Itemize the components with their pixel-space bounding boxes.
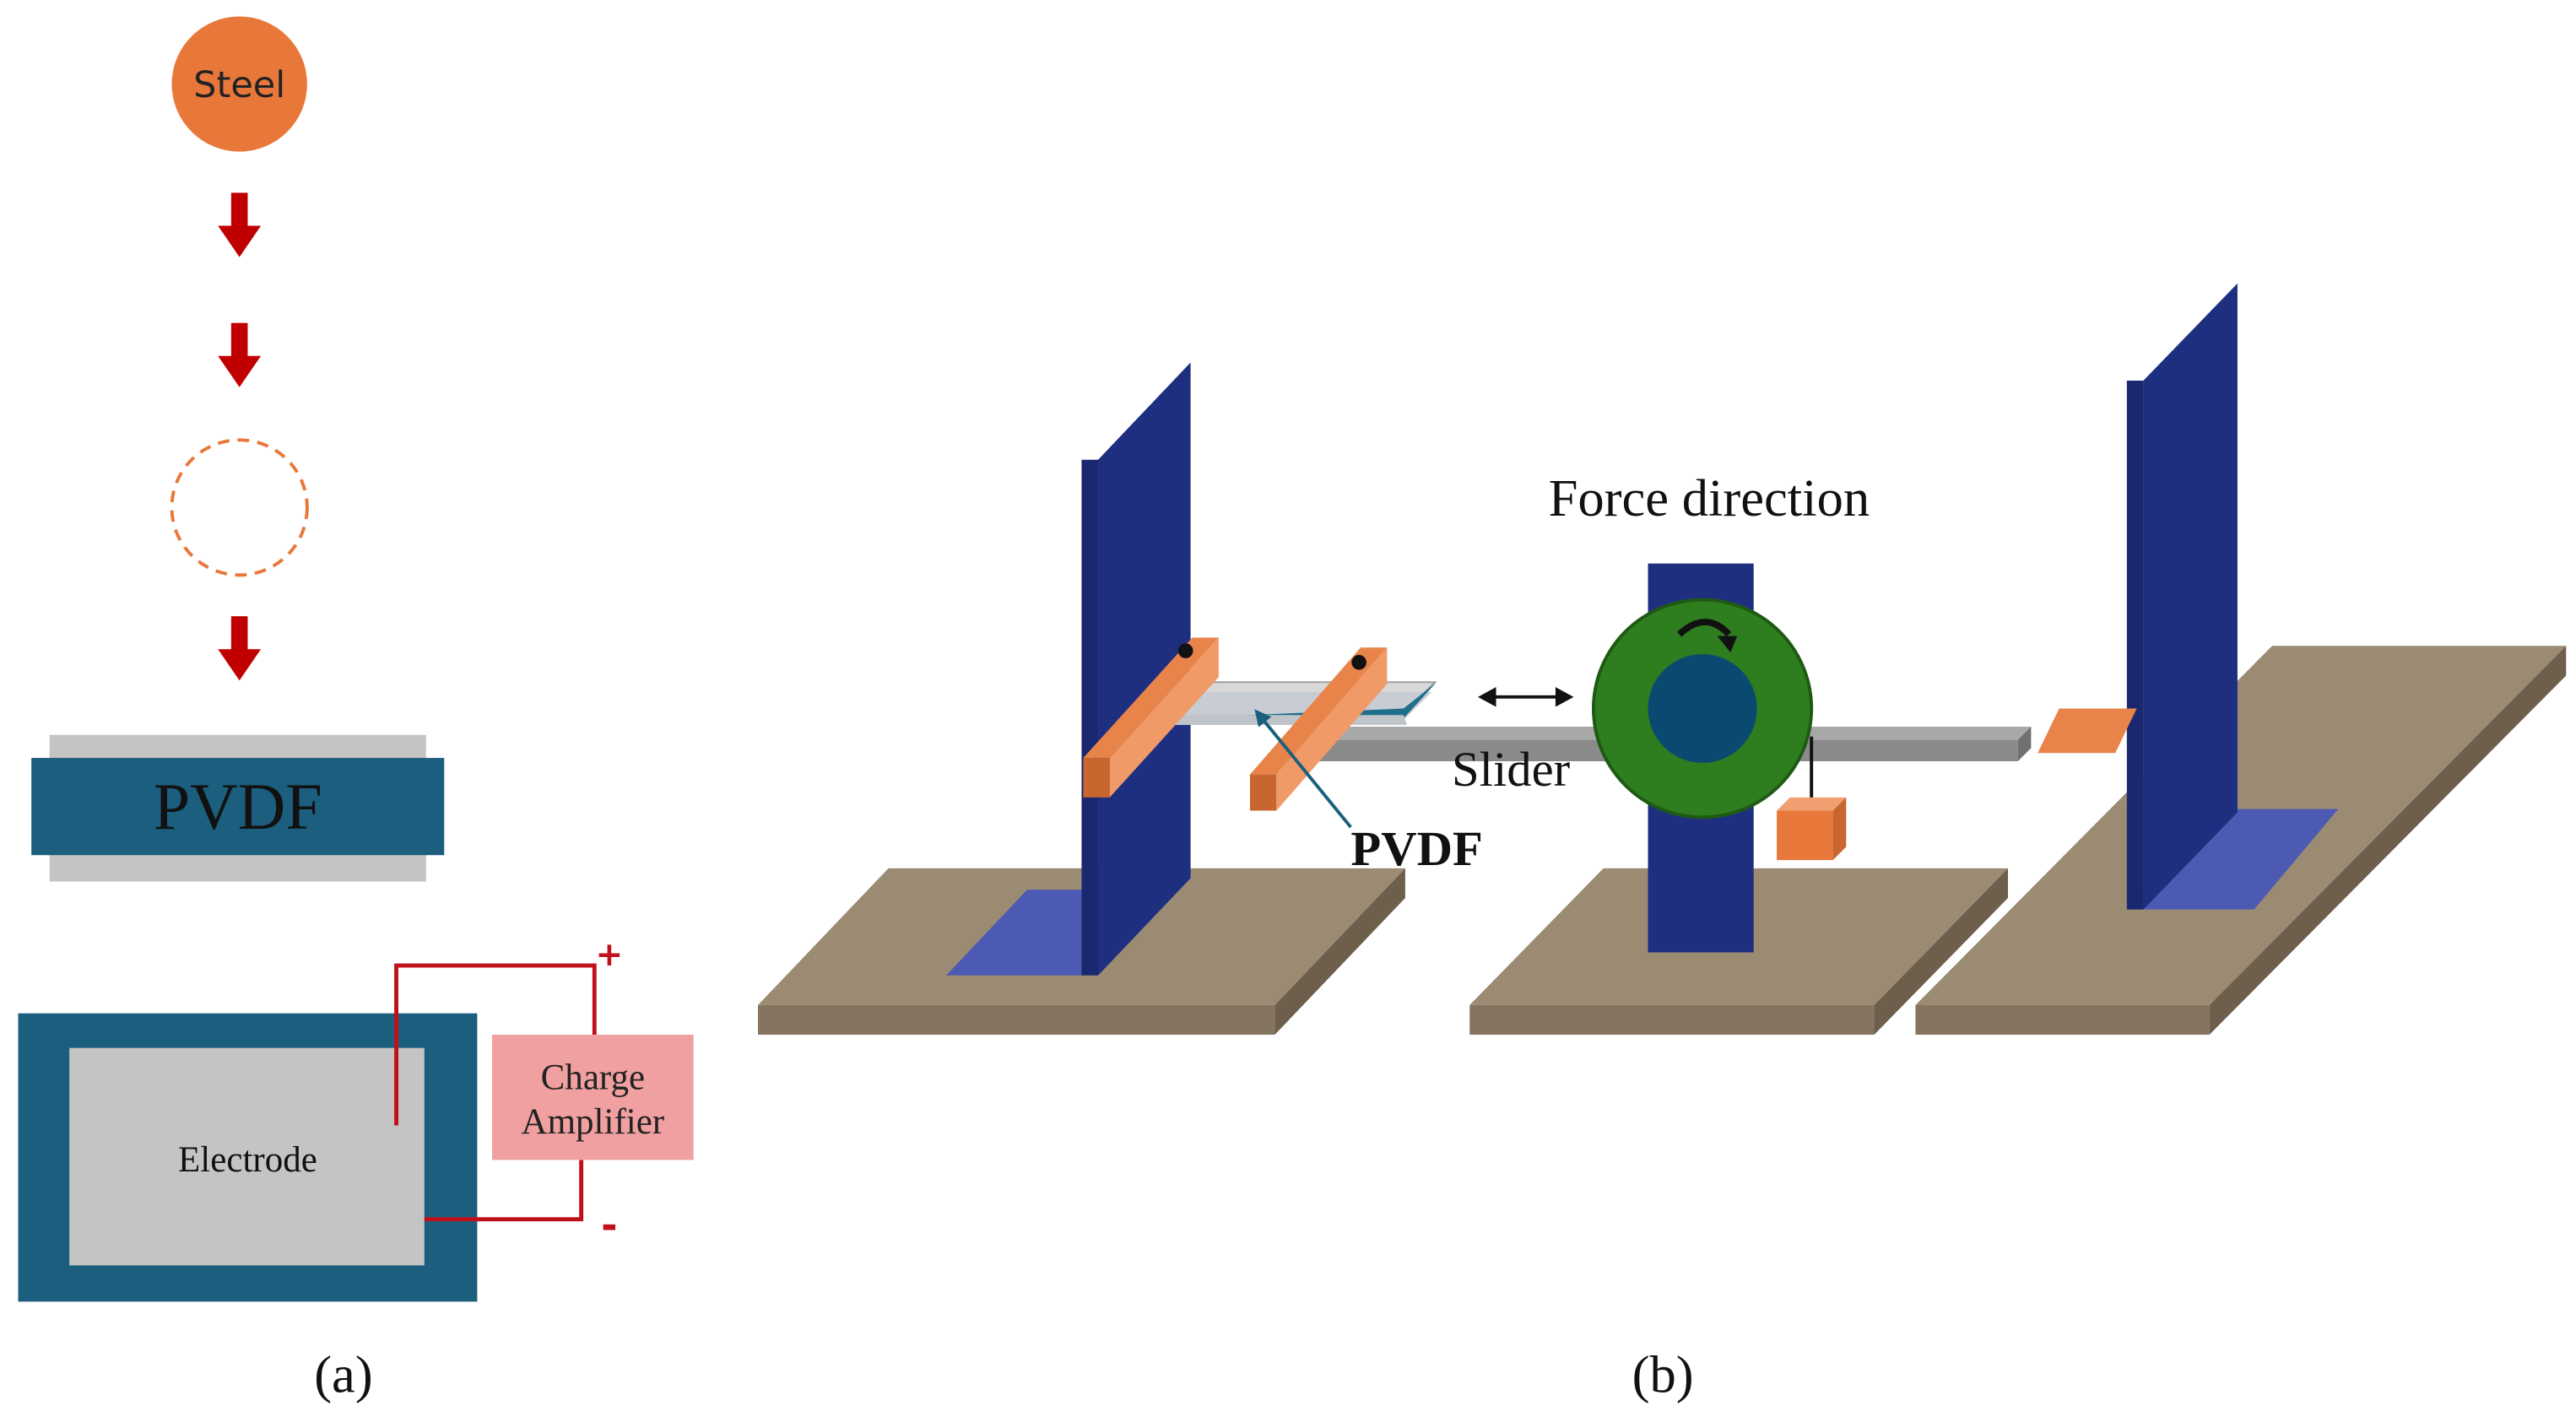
slider-label: Slider [1452,742,1570,797]
pvdf-sample-label: PVDF [1350,821,1482,876]
pvdf-pointer-arrow [1254,709,1352,829]
down-arrow-icon [218,322,262,387]
signal-wires [394,963,597,1222]
falling-ball-outline [170,438,309,577]
plus-sign: + [596,936,624,974]
panel-b: Force direction Slider PVDF (b) [757,283,2567,1404]
stand-right [2126,283,2339,910]
panel-a: Steel PVDF Electrode [18,16,694,1404]
electrode-block: Electrode [18,1013,478,1302]
clockwise-arrow-icon [1676,619,1732,637]
pvdf-film: PVDF [31,734,445,882]
electrode-label: Electrode [178,1140,317,1180]
impact-pad-right [2038,708,2137,754]
charge-amplifier: Charge Amplifier [492,1035,694,1160]
down-arrow-icon [218,192,262,257]
hanging-weight [1777,797,1847,861]
charge-amplifier-line2: Amplifier [522,1102,665,1142]
drive-wheel [1591,598,1814,819]
pvdf-film-label: PVDF [154,770,322,843]
caption-a: (a) [314,1345,372,1404]
steel-label: Steel [193,64,285,106]
charge-amplifier-line1: Charge [541,1058,645,1098]
caption-b: (b) [1632,1345,1694,1404]
double-arrow-icon [1477,687,1574,707]
stand-left [946,362,1191,976]
down-arrow-icon [218,616,262,681]
force-direction-label: Force direction [1549,468,1870,527]
steel-ball: Steel [171,16,307,152]
clamp-left [1083,637,1219,798]
clockwise-arrow-head [1717,635,1738,653]
minus-sign: - [601,1203,617,1249]
